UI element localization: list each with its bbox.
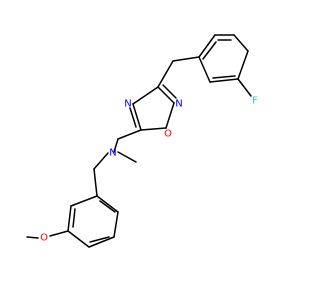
bond [96,195,119,213]
background [0,0,300,300]
bond [237,78,252,97]
fluorine-atom-label: F [252,96,258,107]
bond [132,86,159,105]
bond [140,127,167,131]
bond [67,205,72,232]
bond [202,41,217,60]
bond [129,107,137,128]
bond [117,129,142,140]
bond [93,152,109,170]
bond [172,56,200,62]
bond [165,102,175,129]
bond [132,103,142,131]
bond [93,168,98,197]
atom-labels: F N N O N O [40,96,258,244]
oxadiazole-nitrogen-label: N [175,99,182,110]
bond [99,200,116,213]
bond [67,230,90,248]
bond [209,78,239,83]
bond [198,34,216,58]
bond [26,236,39,239]
bond [113,138,119,153]
bond [113,211,119,238]
bond [162,84,177,99]
bond [233,34,249,52]
bond [117,151,137,163]
methoxy-oxygen-label: O [40,233,48,244]
bond [212,75,236,79]
amine-nitrogen-label: N [109,148,116,159]
bond [72,208,76,228]
bond [237,50,249,80]
bond [70,195,98,207]
molecule-structure-diagram: F N N O N O [0,0,300,300]
oxadiazole-nitrogen-label: N [124,99,131,110]
oxadiazole-oxygen-label: O [164,129,172,140]
bond [157,86,175,104]
bond [198,56,211,83]
bond [157,60,174,88]
bond [49,230,69,237]
bonds [26,34,252,248]
bond [89,236,110,243]
bond [88,236,115,248]
